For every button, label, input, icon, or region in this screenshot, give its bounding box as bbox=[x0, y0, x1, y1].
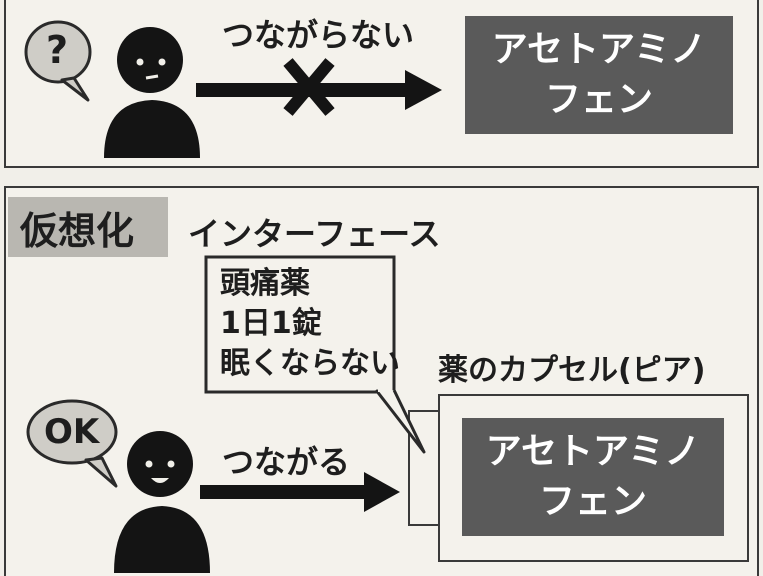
connected-arrow bbox=[200, 472, 400, 512]
info-line-3: 眠くならない bbox=[220, 346, 400, 381]
bottom-drug-box: アセトアミノ フェン bbox=[462, 418, 724, 536]
interface-callout bbox=[204, 255, 426, 454]
top-drug-line-2: フェン bbox=[544, 79, 653, 120]
section-title: 仮想化 bbox=[8, 197, 168, 257]
info-line-2: 1日1錠 bbox=[220, 306, 322, 341]
happy-person-icon bbox=[114, 431, 210, 573]
top-arrow-label: つながらない bbox=[222, 16, 415, 54]
capsule-label: 薬のカプセル(ピア) bbox=[438, 353, 706, 388]
interface-label: インターフェース bbox=[188, 215, 441, 253]
ok-text: OK bbox=[44, 412, 100, 452]
top-drug-box: アセトアミノ フェン bbox=[465, 16, 733, 134]
question-bubble-icon bbox=[24, 20, 92, 102]
bottom-drug-line-1: アセトアミノ bbox=[485, 431, 701, 472]
ok-bubble-icon bbox=[26, 399, 118, 488]
bottom-drug-line-2: フェン bbox=[538, 481, 647, 522]
top-drug-line-1: アセトアミノ bbox=[491, 29, 707, 70]
cross-x-icon bbox=[283, 58, 335, 116]
bottom-arrow-label: つながる bbox=[222, 443, 351, 481]
confused-person-icon bbox=[104, 27, 200, 158]
info-line-1: 頭痛薬 bbox=[220, 266, 310, 301]
interface-info: 頭痛薬 1日1錠 眠くならない bbox=[220, 264, 400, 384]
question-mark: ? bbox=[46, 28, 69, 72]
